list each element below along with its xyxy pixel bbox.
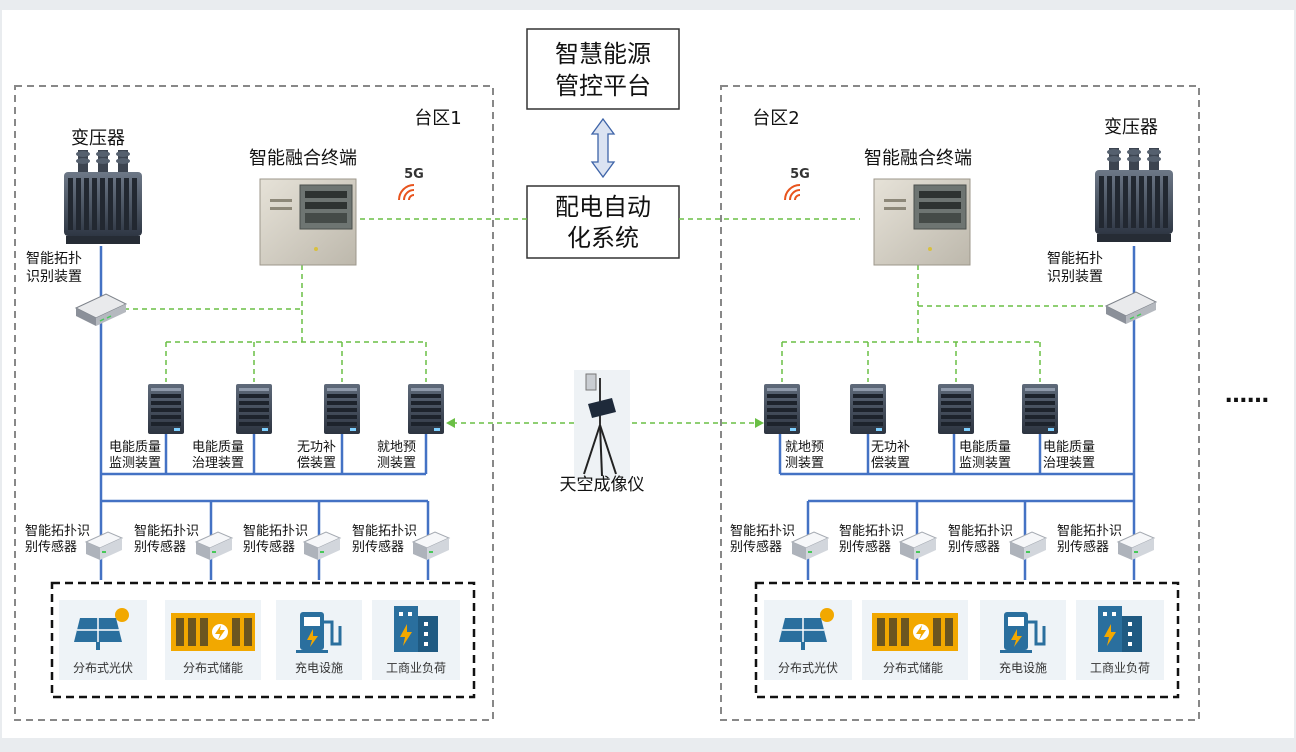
zone2-device-4-icon [1022, 384, 1058, 434]
zone2-topo-device-line2: 识别装置 [1047, 269, 1103, 285]
zone2-sensor-2-line1: 智能拓扑识 [839, 524, 904, 539]
zone2-sensor-1-line1: 智能拓扑识 [730, 524, 795, 539]
zone2-resource-charging [980, 600, 1066, 680]
zone2-terminal-icon [873, 178, 971, 266]
zone2-boundary [720, 85, 1200, 721]
arrow-right-icon [755, 418, 764, 428]
zone1-network-label: 5G [404, 167, 424, 182]
zone1-resource-storage [165, 600, 261, 680]
platform-label-line2: 管控平台 [555, 72, 651, 100]
zone1-sensor-1-line1: 智能拓扑识 [25, 524, 90, 539]
zone2-device-2-icon [850, 384, 886, 434]
zone2-resource-3-label: 充电设施 [999, 660, 1047, 675]
zone1-device-3-line2: 偿装置 [297, 456, 336, 471]
zone2-resource-2-label: 分布式储能 [883, 660, 943, 675]
dist-auto-label-line2: 化系统 [567, 224, 639, 252]
arrow-left-icon [446, 418, 455, 428]
zone2-device-3-line2: 监测装置 [959, 456, 1011, 471]
zone1-sensor-1-line2: 别传感器 [25, 539, 77, 555]
zone2-sensor-1-line2: 别传感器 [730, 539, 782, 555]
zone1-resource-industrial [372, 600, 460, 680]
zone1-device-1-line2: 监测装置 [109, 456, 161, 471]
zone2-terminal-label: 智能融合终端 [864, 148, 972, 169]
zone2-resource-pv [764, 600, 852, 680]
zone2-sensor-4-line1: 智能拓扑识 [1057, 524, 1122, 539]
zone2-topo-device-line1: 智能拓扑 [1047, 251, 1103, 267]
zone1-boundary [14, 85, 494, 721]
sky-imager-label: 天空成像仪 [560, 475, 645, 495]
zone1-sensor-2-line2: 别传感器 [134, 539, 186, 555]
zone1-resource-4-label: 工商业负荷 [386, 660, 446, 675]
zone2-sensor-4-line2: 别传感器 [1057, 539, 1109, 555]
zone2-device-3-line1: 电能质量 [959, 440, 1011, 455]
zone2-title: 台区2 [752, 108, 799, 129]
zone1-transformer-label: 变压器 [71, 128, 125, 149]
zone1-sensor-4-line2: 别传感器 [352, 539, 404, 555]
zone2-device-1-line1: 就地预 [785, 440, 824, 455]
zone1-device-1-icon [148, 384, 184, 434]
more-zones-ellipsis: …… [1225, 383, 1269, 408]
zone2-wifi-icon [784, 184, 801, 201]
zone2-resource-storage [862, 600, 968, 680]
zone2-sensor-2-line2: 别传感器 [839, 539, 891, 555]
zone1-topo-device-line2: 识别装置 [26, 269, 82, 285]
zone1-sensor-3-line2: 别传感器 [243, 539, 295, 555]
dist-auto-label-line1: 配电自动 [555, 193, 651, 221]
dist-auto-box [526, 185, 680, 259]
zone2-resource-industrial [1076, 600, 1164, 680]
zone2-device-1-icon [764, 384, 800, 434]
zone1-resource-charging [276, 600, 362, 680]
zone1-device-3-icon [324, 384, 360, 434]
zone1-device-2-icon [236, 384, 272, 434]
zone2-device-1-line2: 测装置 [785, 456, 824, 471]
bidirectional-arrow-icon [590, 117, 616, 179]
zone1-resource-1-label: 分布式光伏 [73, 661, 133, 675]
zone1-device-2-line2: 治理装置 [192, 456, 244, 471]
zone1-terminal-icon [259, 178, 357, 266]
zone2-sensor-3-line1: 智能拓扑识 [948, 524, 1013, 539]
zone2-device-4-line1: 电能质量 [1043, 440, 1095, 455]
zone1-sensor-2-line1: 智能拓扑识 [134, 524, 199, 539]
sky-imager-icon [574, 370, 630, 480]
zone2-network-label: 5G [790, 167, 810, 182]
zone1-resource-3-label: 充电设施 [295, 660, 343, 675]
platform-box [526, 28, 680, 110]
zone1-sensor-3-line1: 智能拓扑识 [243, 524, 308, 539]
zone1-resource-pv [59, 600, 147, 680]
zone1-device-4-icon [408, 384, 444, 434]
zone1-device-1-line1: 电能质量 [109, 440, 161, 455]
zone1-terminal-label: 智能融合终端 [249, 148, 357, 169]
zone1-resources-boundary [50, 581, 476, 699]
zone2-device-4-line2: 治理装置 [1043, 456, 1095, 471]
zone2-device-2-line2: 偿装置 [871, 456, 910, 471]
zone1-device-4-line1: 就地预 [377, 440, 416, 455]
zone1-title: 台区1 [414, 108, 461, 129]
zone1-device-3-line1: 无功补 [297, 440, 336, 455]
zone2-resource-1-label: 分布式光伏 [778, 661, 838, 675]
zone1-resource-2-label: 分布式储能 [183, 660, 243, 675]
zone2-resource-4-label: 工商业负荷 [1090, 660, 1150, 675]
platform-label-line1: 智慧能源 [555, 40, 651, 68]
zone1-device-2-line1: 电能质量 [192, 440, 244, 455]
zone2-device-2-line1: 无功补 [871, 440, 910, 455]
zone2-device-3-icon [938, 384, 974, 434]
zone2-resources-boundary [754, 581, 1180, 699]
zone1-wifi-icon [398, 184, 415, 201]
zone1-device-4-line2: 测装置 [377, 456, 416, 471]
zone1-sensor-4-line1: 智能拓扑识 [352, 524, 417, 539]
comm-links [124, 218, 1108, 424]
zone1-topo-device-line1: 智能拓扑 [26, 251, 82, 267]
zone2-transformer-label: 变压器 [1104, 117, 1158, 138]
zone2-sensor-3-line2: 别传感器 [948, 539, 1000, 555]
